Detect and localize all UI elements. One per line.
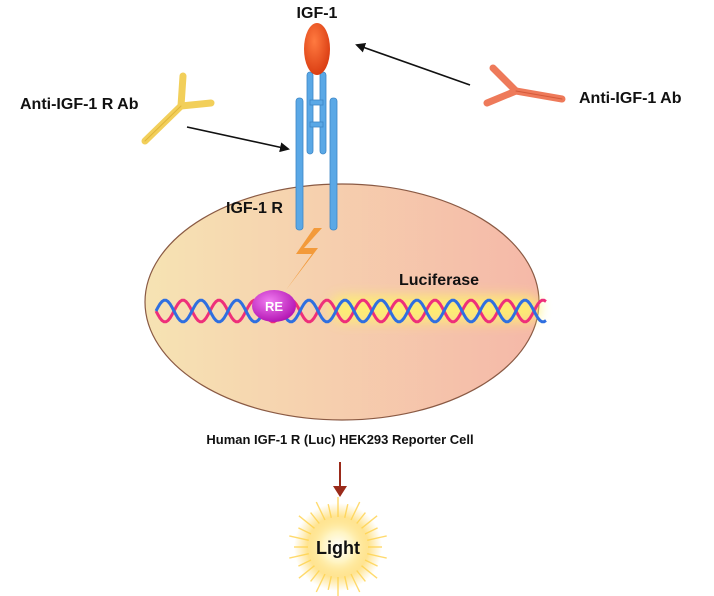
output-arrow bbox=[333, 462, 347, 497]
anti-igf1r-ab-label: Anti-IGF-1 R Ab bbox=[20, 96, 139, 113]
light-label: Light bbox=[316, 538, 360, 558]
luciferase-glow bbox=[330, 296, 540, 322]
igf1-receptor bbox=[295, 71, 338, 231]
cell-caption: Human IGF-1 R (Luc) HEK293 Reporter Cell bbox=[206, 432, 473, 447]
response-element-node bbox=[252, 290, 296, 322]
anti-igf1-antibody-icon bbox=[483, 64, 566, 107]
igf1-ligand bbox=[304, 23, 330, 75]
igf1r-label: IGF-1 R bbox=[226, 200, 283, 217]
light-burst-icon bbox=[289, 497, 387, 596]
igf1-label: IGF-1 bbox=[297, 5, 338, 22]
dna-strand-blue bbox=[154, 298, 547, 324]
luciferase-label: Luciferase bbox=[399, 272, 479, 289]
anti-igf1r-antibody-icon bbox=[141, 72, 215, 145]
dna-strand-pink bbox=[154, 298, 547, 324]
response-element-label: RE bbox=[265, 299, 283, 314]
anti-igf1-ab-label: Anti-IGF-1 Ab bbox=[579, 90, 682, 107]
arrow-anti-igf1r-to-receptor bbox=[186, 126, 290, 153]
arrow-anti-igf1-to-ligand bbox=[355, 42, 471, 86]
